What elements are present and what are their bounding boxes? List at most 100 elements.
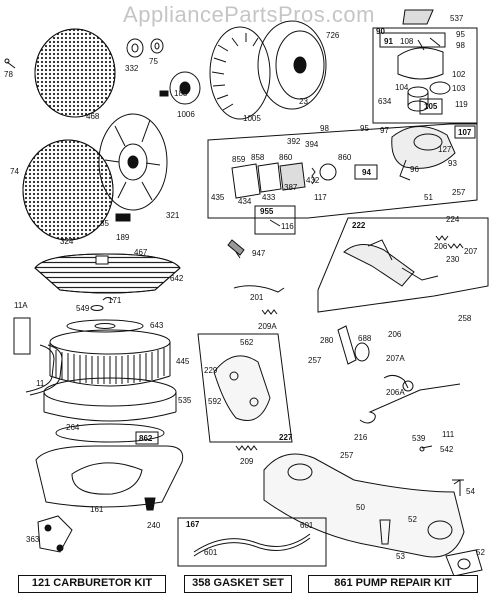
breather-tube-11[interactable] — [25, 344, 63, 396]
part-number-688: 688 — [358, 334, 372, 343]
part-number-433: 433 — [262, 193, 276, 202]
link-201[interactable] — [233, 285, 285, 293]
part-number-264: 264 — [66, 423, 80, 432]
part-number-206b: 206 — [388, 330, 402, 339]
flywheel-fins-1005[interactable] — [209, 26, 271, 120]
part-number-102: 102 — [452, 70, 466, 79]
bracket-363[interactable] — [37, 515, 73, 553]
part-number-98a: 98 — [456, 41, 465, 50]
part-number-74: 74 — [10, 167, 19, 176]
part-number-858: 858 — [251, 153, 265, 162]
pump-diaphragm-859[interactable] — [231, 163, 261, 199]
flywheel-23[interactable] — [257, 20, 327, 110]
intake-manifold-50[interactable] — [263, 453, 465, 558]
box-107 — [454, 125, 476, 139]
kit-button-gasket-set[interactable]: 358 GASKET SET — [184, 575, 292, 593]
bracket-688[interactable] — [354, 342, 370, 362]
governor-lever-280[interactable] — [337, 325, 357, 365]
spring-104[interactable] — [407, 86, 429, 112]
starter-cup-1006[interactable] — [169, 71, 201, 105]
element-seal-643[interactable] — [66, 319, 144, 333]
screw-78[interactable] — [4, 58, 16, 69]
screw-53[interactable] — [379, 519, 391, 545]
box-227 — [197, 333, 293, 443]
governor-plate-102[interactable] — [397, 37, 444, 80]
screw-85[interactable] — [115, 213, 131, 222]
part-number-52b: 52 — [476, 548, 485, 557]
screw-542[interactable] — [419, 445, 433, 452]
washer-549[interactable] — [90, 305, 104, 311]
part-number-23: 23 — [299, 97, 308, 106]
part-number-11A: 11A — [14, 301, 28, 310]
gasket-52[interactable] — [445, 549, 483, 577]
breather-tube-11A[interactable] — [13, 317, 31, 355]
link-216[interactable] — [359, 383, 461, 424]
part-number-1006: 1006 — [177, 110, 195, 119]
part-number-229: 229 — [204, 366, 218, 375]
cover-432[interactable] — [319, 163, 337, 181]
part-number-167: 167 — [186, 520, 200, 529]
nut-240[interactable] — [144, 497, 156, 511]
bowl-94[interactable] — [354, 164, 378, 180]
part-number-207: 207 — [464, 247, 478, 256]
part-number-257b: 257 — [308, 356, 322, 365]
control-bracket[interactable] — [213, 355, 271, 421]
washer-75[interactable] — [150, 38, 164, 54]
box-105 — [419, 98, 443, 115]
grass-screen-468[interactable] — [34, 28, 116, 118]
air-cleaner-cover-642[interactable] — [34, 253, 181, 294]
spring-209[interactable] — [235, 445, 258, 451]
part-number-94: 94 — [362, 168, 371, 177]
part-number-51: 51 — [424, 193, 433, 202]
pump-body-860[interactable] — [279, 162, 306, 191]
part-number-537: 537 — [450, 14, 464, 23]
part-number-258: 258 — [458, 314, 472, 323]
air-cleaner-base-535[interactable] — [43, 377, 177, 422]
part-number-535: 535 — [178, 396, 192, 405]
spring-209A[interactable] — [261, 309, 278, 315]
part-number-324: 324 — [60, 237, 74, 246]
part-number-78: 78 — [4, 70, 13, 79]
part-number-643: 643 — [150, 321, 164, 330]
part-number-432: 432 — [306, 176, 320, 185]
filter-element-445[interactable] — [49, 329, 171, 387]
carburetor-body[interactable] — [391, 126, 456, 181]
wing-nut-171[interactable] — [102, 297, 114, 301]
link-206A[interactable] — [383, 374, 414, 392]
part-number-209A: 209A — [258, 322, 277, 331]
part-number-161: 161 — [90, 505, 104, 514]
part-number-105: 105 — [424, 102, 438, 111]
box-90 — [372, 27, 478, 124]
spring-206[interactable] — [435, 235, 449, 241]
spring-387[interactable] — [311, 167, 316, 185]
grass-screen-324[interactable] — [22, 139, 114, 241]
base-tray-161[interactable] — [35, 445, 184, 508]
screen-fastener-332[interactable] — [126, 38, 144, 58]
part-number-230: 230 — [446, 255, 460, 264]
rotating-screen-321[interactable] — [98, 113, 168, 211]
gasket-264[interactable] — [55, 423, 165, 443]
part-number-216: 216 — [354, 433, 368, 442]
fuel-line-167[interactable] — [193, 533, 311, 557]
screw-116[interactable] — [269, 219, 281, 227]
part-number-394: 394 — [305, 140, 319, 149]
kit-button-pump-repair[interactable]: 861 PUMP REPAIR KIT — [308, 575, 478, 593]
part-number-119: 119 — [455, 100, 468, 109]
part-number-859: 859 — [232, 155, 246, 164]
governor-lever-assembly[interactable] — [343, 239, 439, 287]
part-number-52a: 52 — [408, 515, 417, 524]
part-number-332: 332 — [125, 64, 139, 73]
spark-plug-947[interactable] — [227, 239, 245, 259]
part-number-542: 542 — [440, 445, 454, 454]
screw-188[interactable] — [159, 90, 169, 97]
part-number-387: 387 — [284, 183, 298, 192]
part-number-468: 468 — [86, 112, 100, 121]
part-number-860a: 860 — [279, 153, 293, 162]
part-number-257c: 257 — [340, 451, 354, 460]
screw-54[interactable] — [452, 479, 464, 496]
spring-207[interactable] — [447, 243, 464, 249]
ignition-537[interactable] — [402, 9, 434, 25]
kit-button-carburetor[interactable]: 121 CARBURETOR KIT — [18, 575, 166, 593]
cap-103[interactable] — [429, 81, 451, 95]
pump-gasket-858[interactable] — [257, 162, 282, 193]
